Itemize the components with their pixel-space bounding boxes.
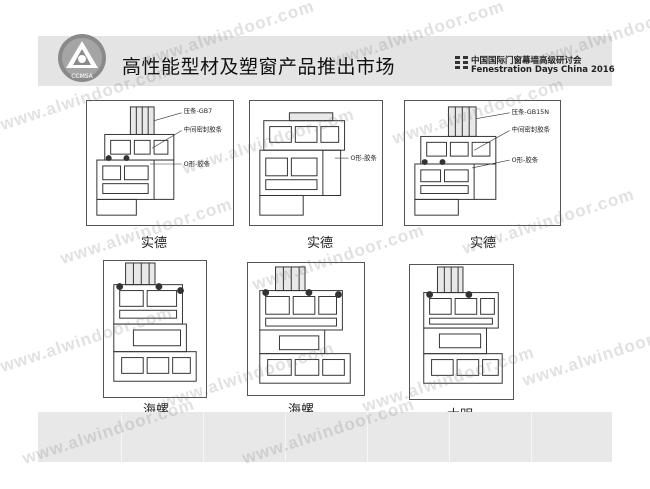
conference-name-en: Fenestration Days China 2016 xyxy=(471,65,615,75)
ccmsa-logo: CCMSA xyxy=(58,34,106,82)
profile-drawing-3: 压条-GB15N 中间密封胶条 O形-胶条 xyxy=(404,100,561,226)
panel-1-label-2: 中间密封胶条 xyxy=(184,125,223,134)
panel-3-caption: 实德 xyxy=(470,236,497,251)
profile-drawing-6 xyxy=(409,264,514,400)
panel-1-caption: 实德 xyxy=(141,236,168,251)
panel-2-label-1: O形-胶条 xyxy=(350,153,377,162)
panel-2-caption: 实德 xyxy=(307,236,334,251)
footer-cell xyxy=(367,412,450,462)
panel-3-label-3: O形-胶条 xyxy=(512,155,539,164)
profile-drawing-5 xyxy=(247,262,365,396)
profile-drawing-2: O形-胶条 xyxy=(249,100,383,226)
footer-cell xyxy=(285,412,368,462)
conference-name-cn: 中国国际门窗幕墙高级研讨会 xyxy=(471,56,582,66)
header-bar xyxy=(38,36,612,86)
page-title: 高性能型材及塑窗产品推出市场 xyxy=(122,56,396,78)
profile-drawing-4 xyxy=(103,260,207,398)
footer-cell xyxy=(38,412,122,462)
panel-3-label-1: 压条-GB15N xyxy=(512,107,550,116)
conference-icon xyxy=(455,56,468,70)
panel-1-label-3: O形-胶条 xyxy=(184,159,211,168)
panel-3-label-2: 中间密封胶条 xyxy=(512,125,551,134)
panel-1-label-1: 压条-GB7 xyxy=(184,106,213,115)
footer-bar xyxy=(38,412,612,462)
footer-cell xyxy=(449,412,532,462)
logo-text: CCMSA xyxy=(71,73,93,80)
profile-drawing-1: 压条-GB7 中间密封胶条 O形-胶条 xyxy=(86,100,234,226)
footer-cell xyxy=(203,412,286,462)
footer-cell xyxy=(121,412,204,462)
